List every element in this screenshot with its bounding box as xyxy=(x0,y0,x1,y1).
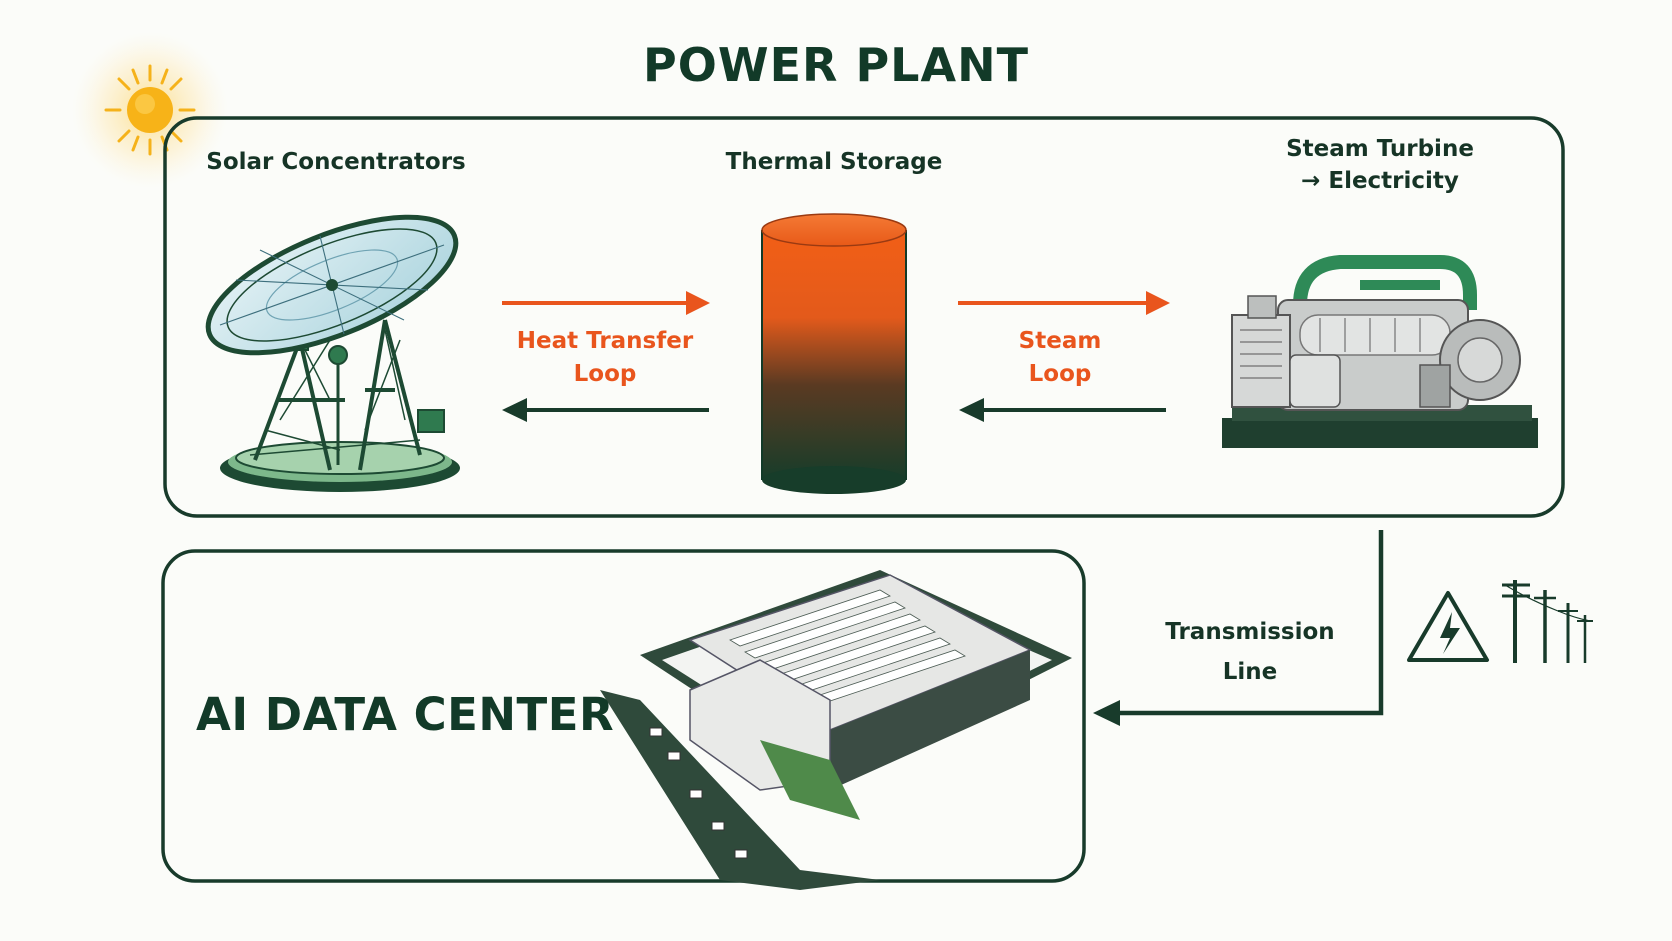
heat-transfer-arrows xyxy=(502,291,710,422)
steam-loop-label-line2: Loop xyxy=(1028,361,1092,387)
solar-dish-icon xyxy=(205,214,460,492)
datacenter-frame xyxy=(161,549,1086,883)
heat-transfer-loop-label-line2: Loop xyxy=(573,361,637,387)
power-pole-icon xyxy=(1502,580,1593,663)
turbine-icon xyxy=(1222,255,1538,448)
steam-turbine-label-line1: Steam Turbine xyxy=(1286,136,1474,162)
heat-transfer-loop-label-line1: Heat Transfer xyxy=(516,328,694,354)
diagram-title: POWER PLANT xyxy=(643,38,1029,92)
transmission-line-label-line1: Transmission xyxy=(1165,619,1335,645)
transmission-line-label-line2: Line xyxy=(1222,659,1278,685)
power-plant-frame xyxy=(163,116,1565,518)
steam-turbine-label-line2: → Electricity xyxy=(1301,168,1459,194)
transmission-line-arrow xyxy=(1093,530,1384,726)
thermal-storage-label: Thermal Storage xyxy=(725,149,943,175)
steam-loop-arrows xyxy=(958,291,1170,422)
storage-tank-icon xyxy=(761,213,907,494)
high-voltage-icon xyxy=(1407,591,1489,662)
ai-data-center-label: AI DATA CENTER xyxy=(196,688,615,741)
sun-icon xyxy=(72,32,228,188)
datacenter-building-icon xyxy=(600,570,1072,890)
steam-loop-label-line1: Steam xyxy=(1018,328,1102,354)
solar-concentrators-label: Solar Concentrators xyxy=(206,149,466,175)
